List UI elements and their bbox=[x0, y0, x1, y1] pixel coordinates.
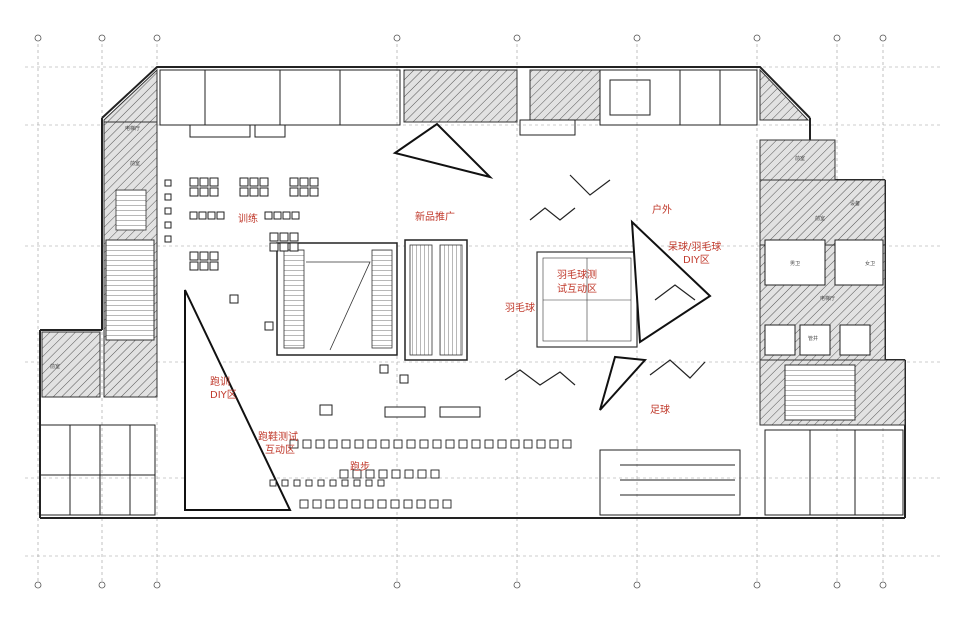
svg-text:电梯厅: 电梯厅 bbox=[125, 125, 140, 132]
zone-label-outdoor: 户外 bbox=[652, 203, 672, 216]
zone-label-football: 足球 bbox=[650, 403, 670, 416]
zone-label-running-diy: 跑训 bbox=[210, 375, 230, 388]
zone-label-running-diy-2: DIY区 bbox=[210, 389, 237, 401]
zone-label-badminton-test: 羽毛球测 bbox=[557, 268, 597, 281]
zone-label-badminton-test-2: 试互动区 bbox=[557, 282, 597, 295]
svg-text:男卫: 男卫 bbox=[790, 261, 800, 267]
zone-label-new-products: 新品推广 bbox=[415, 210, 455, 223]
zone-label-shoe-test-2: 互动区 bbox=[265, 444, 295, 456]
zone-label-shoe-test: 跑鞋测试 bbox=[258, 430, 298, 443]
svg-text:管井: 管井 bbox=[808, 335, 818, 342]
svg-text:女卫: 女卫 bbox=[865, 260, 875, 267]
svg-text:电梯厅: 电梯厅 bbox=[820, 295, 835, 302]
svg-text:前室: 前室 bbox=[50, 363, 60, 370]
triangle-platforms bbox=[184, 122, 712, 511]
central-atrium bbox=[276, 239, 468, 361]
stair-west bbox=[105, 239, 155, 341]
stair-east bbox=[784, 364, 856, 421]
southeast-rooms bbox=[599, 429, 904, 516]
svg-text:前室: 前室 bbox=[815, 215, 825, 222]
east-toilets bbox=[764, 239, 884, 356]
zone-label-training: 训练 bbox=[238, 212, 258, 225]
zone-label-badminton: 羽毛球 bbox=[505, 301, 535, 314]
southwest-rooms bbox=[39, 424, 156, 516]
svg-text:前室: 前室 bbox=[795, 155, 805, 162]
svg-text:前室: 前室 bbox=[130, 160, 140, 167]
display-tables bbox=[164, 177, 481, 418]
zone-label-basketball-badminton-diy: DIY区 bbox=[683, 254, 710, 266]
svg-text:设备: 设备 bbox=[850, 200, 860, 207]
north-rooms bbox=[159, 69, 758, 138]
zigzag-displays bbox=[504, 174, 706, 386]
zone-label-running: 跑步 bbox=[350, 460, 370, 473]
zone-label-basketball-badminton: 呆球/羽毛球 bbox=[668, 240, 721, 253]
badminton-court bbox=[536, 251, 638, 348]
stair-west-upper bbox=[115, 189, 147, 231]
running-benches bbox=[269, 439, 572, 509]
grid-markers bbox=[34, 34, 887, 589]
